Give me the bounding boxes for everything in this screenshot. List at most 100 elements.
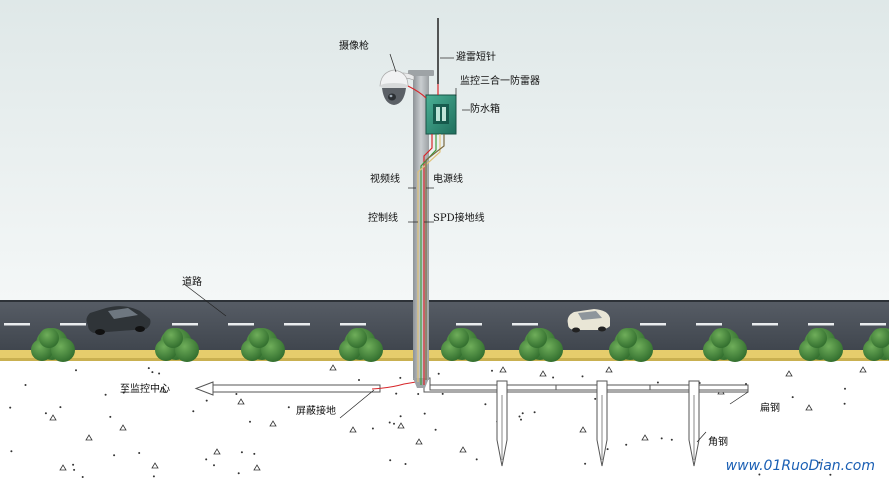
leader-lines <box>183 53 749 443</box>
bush-icon <box>703 328 747 362</box>
pebble-icon <box>499 366 507 373</box>
signal-wires <box>407 84 445 385</box>
pebble-icon <box>205 399 208 402</box>
pebble-icon <box>371 427 374 430</box>
pebble-icon <box>791 396 794 399</box>
camera-label: 摄像枪 <box>339 41 369 52</box>
pebble-icon <box>9 406 12 409</box>
pebble-icon <box>758 473 761 476</box>
pebble-icon <box>459 446 467 453</box>
pebble-icon <box>237 472 240 475</box>
video-cable-label: 视频线 <box>370 174 400 185</box>
pebble-icon <box>437 372 440 375</box>
pebble-icon <box>518 415 521 418</box>
pebble-icon <box>491 369 493 372</box>
pebble-icon <box>521 412 524 415</box>
pebble-icon <box>249 420 251 423</box>
car-icon <box>86 306 151 335</box>
pebble-icon <box>670 438 673 441</box>
pebble-icon <box>159 386 167 393</box>
pebble-icon <box>205 458 208 461</box>
pebble-icon <box>605 366 613 373</box>
pebble-icon <box>579 426 587 433</box>
pebble-icon <box>520 418 522 421</box>
curb-shadow <box>0 358 889 361</box>
bush-icon <box>441 328 485 362</box>
pebble-icon <box>75 369 77 372</box>
pebble-icon <box>606 448 609 451</box>
pebble-icon <box>287 406 290 409</box>
pebble-icon <box>59 464 67 471</box>
underground-conduit <box>194 381 417 396</box>
bush-icon <box>241 328 285 362</box>
pebble-icon <box>415 438 423 445</box>
bush-icon <box>339 328 383 362</box>
bush-icon <box>519 328 563 362</box>
pebble-icon <box>397 422 405 429</box>
surge-protector-label: 监控三合一防雷器 <box>460 76 540 87</box>
pebble-icon <box>399 376 402 379</box>
bush-icon <box>609 328 653 362</box>
pebble-icon <box>151 462 159 469</box>
pebble-icon <box>484 403 487 406</box>
pebble-icon <box>417 393 420 395</box>
pebble-icon <box>151 371 154 374</box>
pebble-icon <box>594 397 597 400</box>
shield-ground-label: 屏蔽接地 <box>296 406 336 417</box>
to-monitor-center-label: 至监控中心 <box>120 384 170 395</box>
pebble-icon <box>329 364 337 371</box>
control-cable-label: 控制线 <box>368 213 398 224</box>
pebble-icon <box>269 420 277 427</box>
pebble-icon <box>119 424 127 431</box>
pebble-field <box>9 364 867 478</box>
lightning-rod-label: 避雷短针 <box>456 52 496 63</box>
pebble-icon <box>393 422 395 425</box>
pebble-icon <box>104 393 107 396</box>
pebble-icon <box>85 434 93 441</box>
pebble-icon <box>237 398 245 405</box>
pebble-icon <box>641 434 649 441</box>
pebble-icon <box>213 464 215 467</box>
pebble-icon <box>253 464 261 471</box>
pebble-icon <box>656 381 659 384</box>
pebble-icon <box>399 415 402 418</box>
pebble-icon <box>49 414 57 421</box>
waterproof-box <box>425 94 457 135</box>
pebble-icon <box>552 376 555 379</box>
waterproof-box-label: 防水箱 <box>470 104 500 115</box>
watermark: www.01RuoDian.com <box>725 458 875 474</box>
pebble-icon <box>158 372 161 375</box>
pebble-icon <box>240 451 243 454</box>
pebble-icon <box>24 384 27 386</box>
pebble-icon <box>109 415 112 418</box>
pebble-icon <box>147 367 150 370</box>
pebble-icon <box>73 468 76 471</box>
pebble-icon <box>235 393 238 395</box>
bush-row <box>31 328 889 362</box>
pebble-icon <box>434 428 437 431</box>
pebble-icon <box>44 412 47 415</box>
angle-steel-label: 角钢 <box>708 437 728 448</box>
sky-background <box>0 0 889 300</box>
bush-icon <box>863 328 889 361</box>
pebble-icon <box>122 391 125 394</box>
pebble-icon <box>660 437 663 440</box>
pebble-icon <box>539 370 547 377</box>
angle-steel-stakes <box>496 380 700 467</box>
pebble-icon <box>10 450 13 453</box>
road-edge-top <box>0 300 889 302</box>
pebble-icon <box>349 426 357 433</box>
pebble-icon <box>358 379 360 381</box>
pebble-icon <box>818 461 821 464</box>
pebble-icon <box>584 462 587 465</box>
pebble-icon <box>829 473 832 476</box>
pebble-icon <box>395 392 398 395</box>
arrow-left-icon <box>194 381 214 396</box>
bush-icon <box>799 328 843 362</box>
pebble-icon <box>859 366 867 373</box>
pebble-icon <box>253 452 256 455</box>
pebble-icon <box>844 387 846 390</box>
flat-steel-label: 扁钢 <box>760 403 780 414</box>
dome-camera-icon <box>379 69 415 105</box>
pebble-icon <box>441 392 444 395</box>
